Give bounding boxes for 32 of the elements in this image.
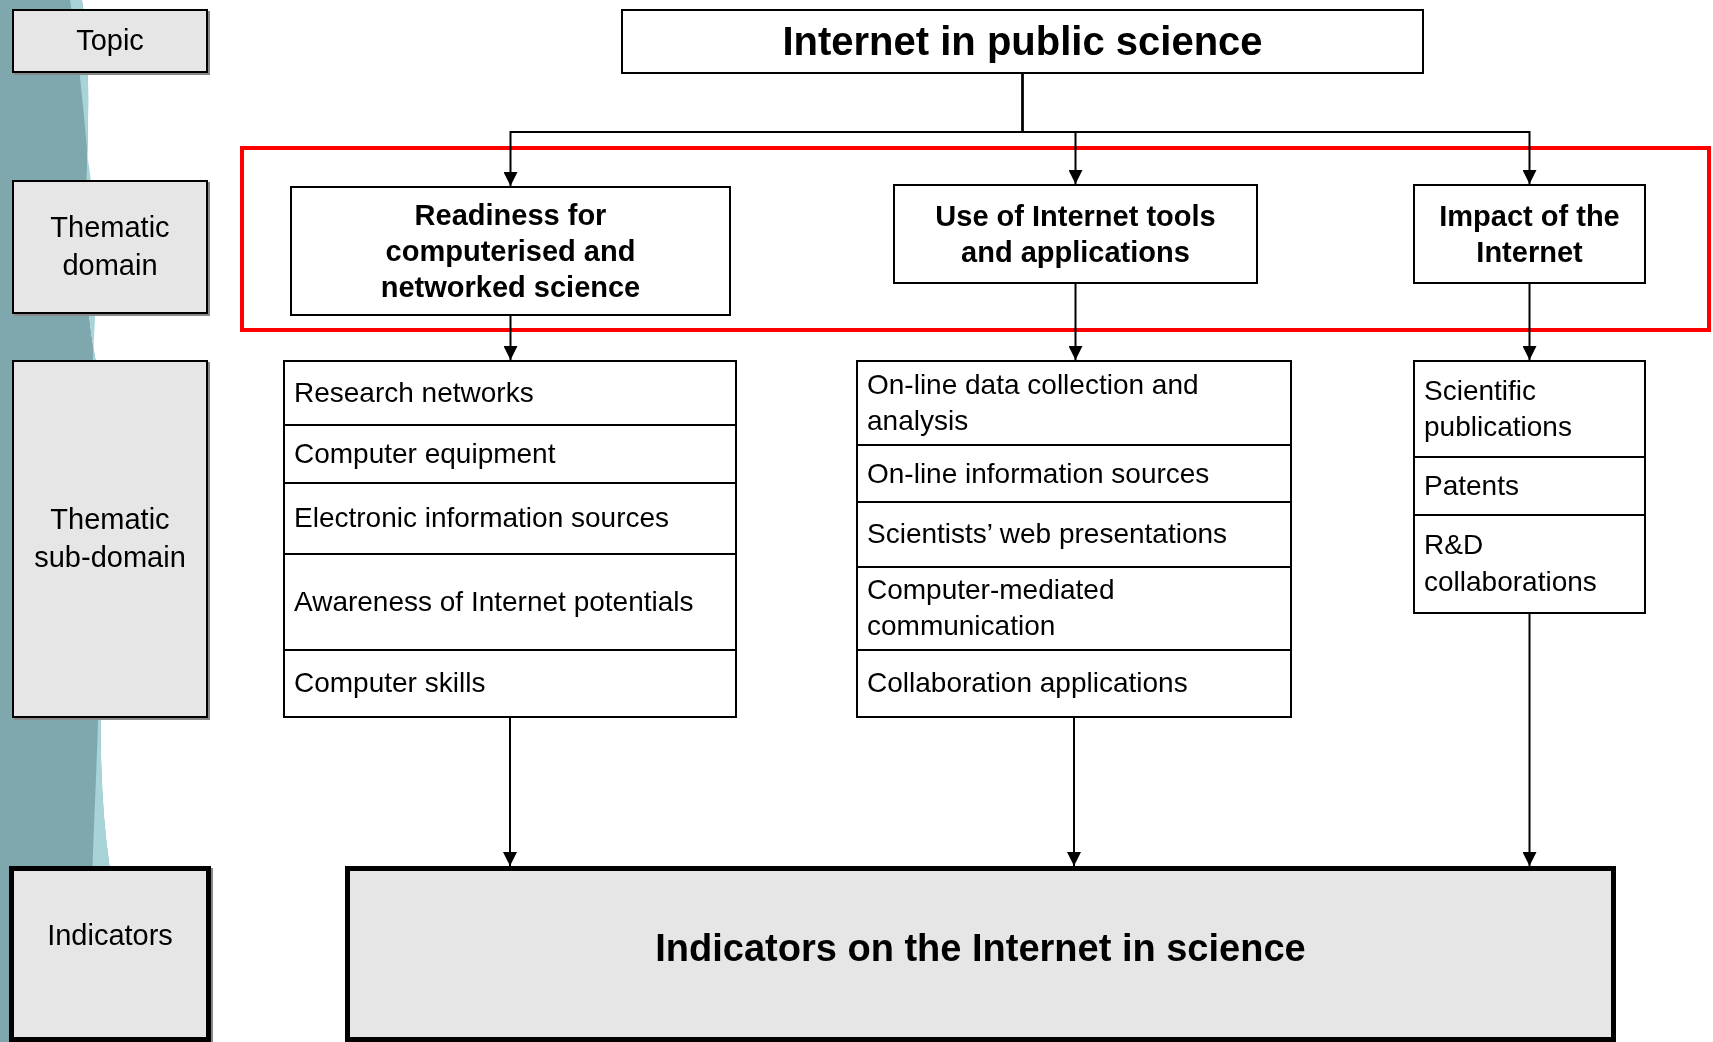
arrow [1067,717,1081,867]
list-item: On-line information sources [858,446,1290,504]
domain-box: Use of Internet tools and applications [893,184,1258,284]
subdomain-list [1413,360,1646,614]
list-item: Awareness of Internet potentials [285,554,735,651]
list-item: Collaboration applications [858,650,1290,716]
list-item: Computer skills [285,650,735,716]
indicators-box: Indicators on the Internet in science [345,866,1616,1042]
list-item: Computer-mediated communication [858,567,1290,651]
list-item: On-line data collection and analysis [858,362,1290,447]
domain-box: Readiness for computerised and networked science [290,186,731,316]
arrow [1522,613,1537,867]
list-item: Scientific publications [1415,362,1644,459]
topic-box: Internet in public science [621,9,1424,74]
list-item: Patents [1415,458,1644,516]
subdomain-list [856,360,1292,718]
list-item: Computer equipment [285,426,735,484]
arrow [503,315,518,361]
arrow [1021,73,1537,185]
row-label: Thematic domain [12,180,208,314]
list-item: Scientists’ web presentations [858,503,1290,568]
list-item: R&D collaborations [1415,515,1644,612]
list-item: Research networks [285,362,735,427]
row-label: Topic [12,9,208,73]
row-label: Indicators [9,866,211,1042]
domain-box: Impact of the Internet [1413,184,1646,284]
arrow [1068,283,1083,361]
row-label: Thematic sub-domain [12,360,208,718]
arrow [503,717,517,867]
list-item: Electronic information sources [285,483,735,555]
arrow [1522,283,1537,361]
subdomain-list [283,360,737,718]
